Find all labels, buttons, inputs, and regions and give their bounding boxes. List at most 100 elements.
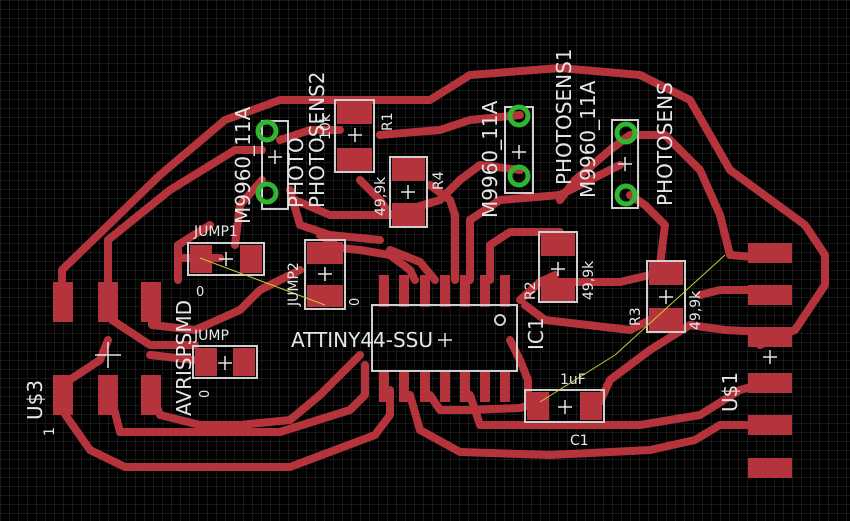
label-m9960-left: M9960_11A — [231, 106, 255, 224]
pad-isp-4 — [53, 375, 73, 415]
label-zero-jump1: 0 — [196, 285, 204, 300]
pad-r1-b — [337, 148, 372, 171]
label-u1: U$1 — [718, 372, 742, 412]
pad-u1-6 — [748, 458, 792, 478]
airwire — [539, 354, 616, 403]
pad-jump2-b — [307, 285, 343, 307]
airwires — [199, 254, 726, 403]
pad-isp-3 — [141, 282, 161, 322]
pad-r4-a — [392, 158, 425, 181]
label-val-r4: 49,9k — [373, 176, 389, 216]
outline-r3 — [646, 260, 686, 333]
pad-r1-a — [337, 101, 372, 124]
pad-isp-6 — [141, 375, 161, 415]
pad-c1-a — [527, 392, 549, 420]
outline-jump1 — [187, 242, 265, 276]
ic1-pin1-marker — [494, 314, 506, 326]
label-jump: JUMP — [193, 328, 229, 344]
label-u3: U$3 — [23, 380, 47, 420]
origin-marks — [95, 128, 777, 414]
label-r1: R1 — [380, 112, 396, 131]
via — [614, 183, 638, 207]
outline-jump — [192, 345, 258, 379]
pad-isp-1 — [53, 282, 73, 322]
pad-u1-2 — [748, 285, 792, 305]
label-avrispsmd: AVRISPSMD — [172, 300, 196, 416]
outline-r2 — [538, 231, 578, 303]
ic-pin — [460, 275, 470, 307]
label-photo-small: PHOTO — [284, 137, 308, 208]
label-attiny: ATTINY44-SSU — [291, 328, 433, 352]
pad-c1-b — [580, 392, 602, 420]
outline-r1 — [334, 99, 375, 173]
outline-r4 — [389, 156, 428, 228]
pad-u1-3 — [748, 327, 792, 347]
via — [255, 119, 279, 143]
via — [255, 181, 279, 205]
label-ten-k: 10k — [318, 113, 334, 140]
pad-jump1-a — [190, 245, 212, 273]
pad-jump2-a — [307, 242, 343, 264]
label-c1: C1 — [570, 433, 589, 449]
pad-isp-2 — [98, 282, 118, 322]
ic-pin — [379, 370, 389, 402]
pad-u1-4 — [748, 373, 792, 393]
ic-pin — [500, 275, 510, 307]
ic-pin — [420, 275, 430, 307]
pad-r4-b — [392, 203, 425, 226]
label-zero-jump: 0 — [198, 390, 213, 398]
outline-c1 — [524, 389, 605, 423]
pad-isp-5 — [98, 375, 118, 415]
label-ic1: IC1 — [524, 317, 548, 350]
ic-pin — [480, 275, 490, 307]
pad-jump-b — [233, 348, 255, 376]
pad-u1-5 — [748, 415, 792, 435]
labels: PHOTOSENS2 M9960_11A PHOTO 10k R1 R4 49,… — [23, 48, 742, 449]
label-val-r3: 49,9k — [688, 290, 704, 330]
outline-photosens2 — [261, 120, 289, 210]
pad-r2-a — [541, 233, 575, 256]
ic-pin — [399, 370, 409, 402]
label-r4: R4 — [431, 171, 447, 190]
silkscreen-outlines — [187, 99, 686, 423]
pads — [53, 101, 792, 478]
ic-pin — [440, 275, 450, 307]
label-photosens2: PHOTOSENS2 — [305, 71, 329, 208]
ic-pin — [480, 370, 490, 402]
outline-jump2 — [304, 239, 346, 310]
label-pin1: 1 — [42, 427, 58, 436]
label-r3: R3 — [628, 307, 644, 326]
ic-pin — [420, 370, 430, 402]
label-photosens: PHOTOSENS — [653, 82, 677, 206]
label-jump1: JUMP1 — [193, 224, 238, 240]
ic-pin — [440, 370, 450, 402]
airwire — [614, 254, 726, 356]
ic-pin — [379, 275, 389, 307]
via — [614, 121, 638, 145]
pad-r3-b — [649, 308, 683, 331]
label-m9960-mid: M9960_11A — [478, 100, 502, 218]
pad-u1-1 — [748, 243, 792, 263]
label-zero-jump2: 0 — [348, 298, 363, 306]
via — [507, 164, 531, 188]
label-c1-value: 1uF — [560, 372, 586, 388]
airwire — [199, 257, 326, 306]
pad-jump1-b — [240, 245, 262, 273]
via — [507, 104, 531, 128]
label-val-r2: 49,9k — [581, 260, 597, 300]
label-r2: R2 — [523, 281, 539, 300]
vias — [255, 104, 638, 207]
ic-pin — [460, 370, 470, 402]
label-jump2: JUMP2 — [286, 262, 302, 307]
pad-jump-a — [195, 348, 217, 376]
outline-photosens — [611, 119, 639, 209]
label-photosens1: PHOTOSENS1 — [552, 48, 576, 185]
ic-pin — [399, 275, 409, 307]
pad-r3-a — [649, 262, 683, 285]
pad-r2-b — [541, 278, 575, 301]
label-m9960-right: M9960_11A — [576, 80, 600, 198]
outline-ic1 — [371, 304, 518, 372]
ic-pin — [500, 370, 510, 402]
